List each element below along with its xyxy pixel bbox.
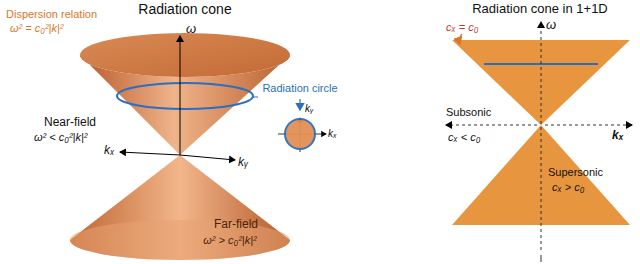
- formula: cₓ < c₀: [448, 131, 480, 143]
- region-label: Subsonic: [446, 106, 491, 118]
- formula: ω² < c₀²|k|²: [34, 131, 87, 143]
- formula: cₓ > c₀: [552, 181, 584, 193]
- panel-title: Radiation cone in 1+1D: [472, 2, 608, 16]
- annotation: cₓ = c₀: [446, 21, 478, 33]
- axis-label: kₓ: [328, 128, 337, 139]
- axis-label: kᵧ: [305, 103, 314, 114]
- axis-label: kₓ: [104, 144, 115, 157]
- axis-label: ω: [546, 18, 556, 32]
- axis-label: ω: [186, 22, 196, 36]
- annotation: Radiation circle: [262, 82, 337, 94]
- axis-label: kₓ: [612, 129, 623, 142]
- formula: ω² > c₀²|k|²: [203, 234, 256, 246]
- annotation: Dispersion relation: [6, 8, 97, 20]
- region-label: Near-field: [44, 116, 96, 129]
- region-label: Supersonic: [548, 166, 603, 178]
- axis-label: kᵧ: [238, 156, 248, 169]
- region-label: Far-field: [214, 218, 258, 231]
- formula: ω² = c₀²|k|²: [10, 22, 63, 34]
- panel-title: Radiation cone: [138, 2, 231, 17]
